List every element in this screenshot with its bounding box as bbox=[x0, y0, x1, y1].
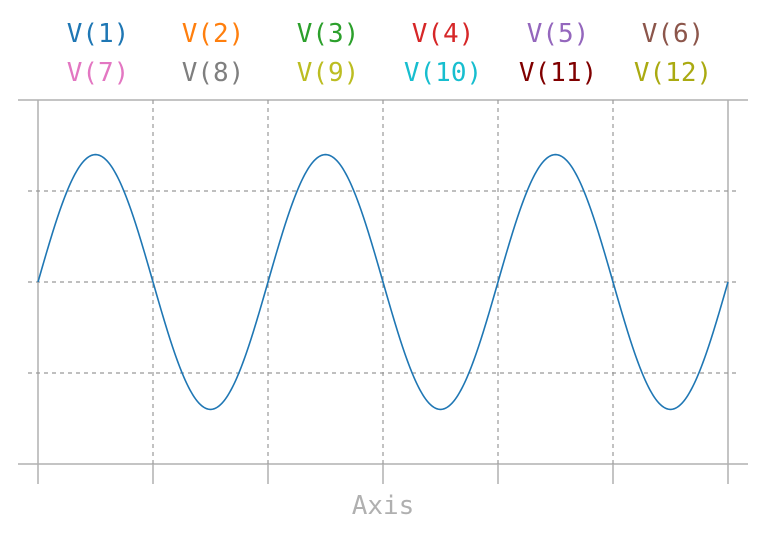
legend-label-2: V(2) bbox=[182, 19, 245, 49]
series-group bbox=[37, 153, 729, 411]
legend-label-4: V(4) bbox=[412, 19, 475, 49]
series-line-1 bbox=[37, 153, 729, 411]
x-axis-label: Axis bbox=[352, 491, 415, 521]
legend-label-10: V(10) bbox=[404, 58, 482, 88]
legend-label-5: V(5) bbox=[527, 19, 590, 49]
legend-label-8: V(8) bbox=[182, 58, 245, 88]
x-ticks bbox=[37, 464, 729, 484]
legend: V(1) V(2) V(3) V(4) V(5) V(6) V(7) V(8) V(9) V(10… bbox=[67, 19, 712, 88]
legend-label-11: V(11) bbox=[519, 58, 597, 88]
legend-label-6: V(6) bbox=[642, 19, 705, 49]
legend-label-7: V(7) bbox=[67, 58, 130, 88]
legend-label-12: V(12) bbox=[634, 58, 712, 88]
legend-label-3: V(3) bbox=[297, 19, 360, 49]
legend-label-1: V(1) bbox=[67, 19, 130, 49]
legend-label-9: V(9) bbox=[297, 58, 360, 88]
